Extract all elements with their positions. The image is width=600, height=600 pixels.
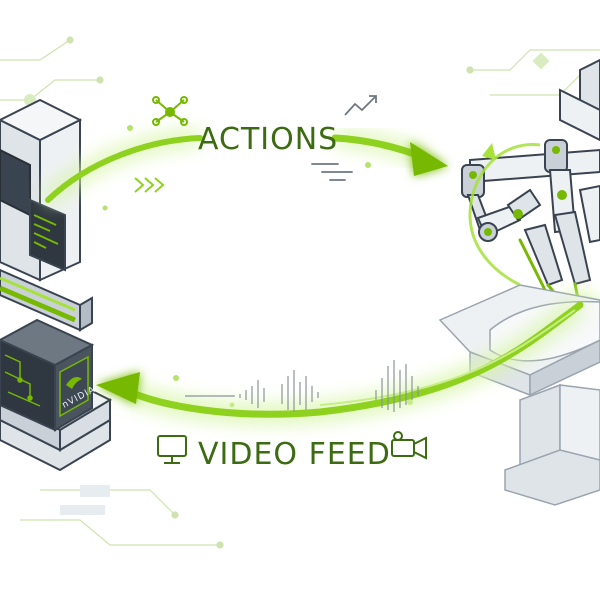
operating-table xyxy=(438,284,600,506)
video-camera-icon xyxy=(391,431,427,460)
code-monitor xyxy=(29,198,66,272)
actions-arrowhead xyxy=(410,142,448,176)
nvidia-logo-icon xyxy=(66,377,82,389)
surgical-robot xyxy=(438,58,600,506)
video-feed-arrow xyxy=(96,297,587,425)
monitor-icon xyxy=(157,435,187,464)
chevrons-icon xyxy=(134,177,165,193)
waveform-icon xyxy=(185,360,419,412)
glow-dots xyxy=(102,125,413,408)
trend-arrow-icon xyxy=(344,95,377,116)
video-feed-label: VIDEO FEED xyxy=(198,437,391,472)
speed-lines-icon xyxy=(311,163,353,181)
actions-arrow xyxy=(41,129,448,207)
actions-label: ACTIONS xyxy=(198,122,338,157)
network-icon xyxy=(152,96,188,126)
compute-server: nVIDIA xyxy=(0,98,113,472)
coolant-tubes xyxy=(0,276,76,323)
nvidia-unit: nVIDIA xyxy=(0,318,97,432)
video-feed-arrowhead xyxy=(96,372,140,404)
